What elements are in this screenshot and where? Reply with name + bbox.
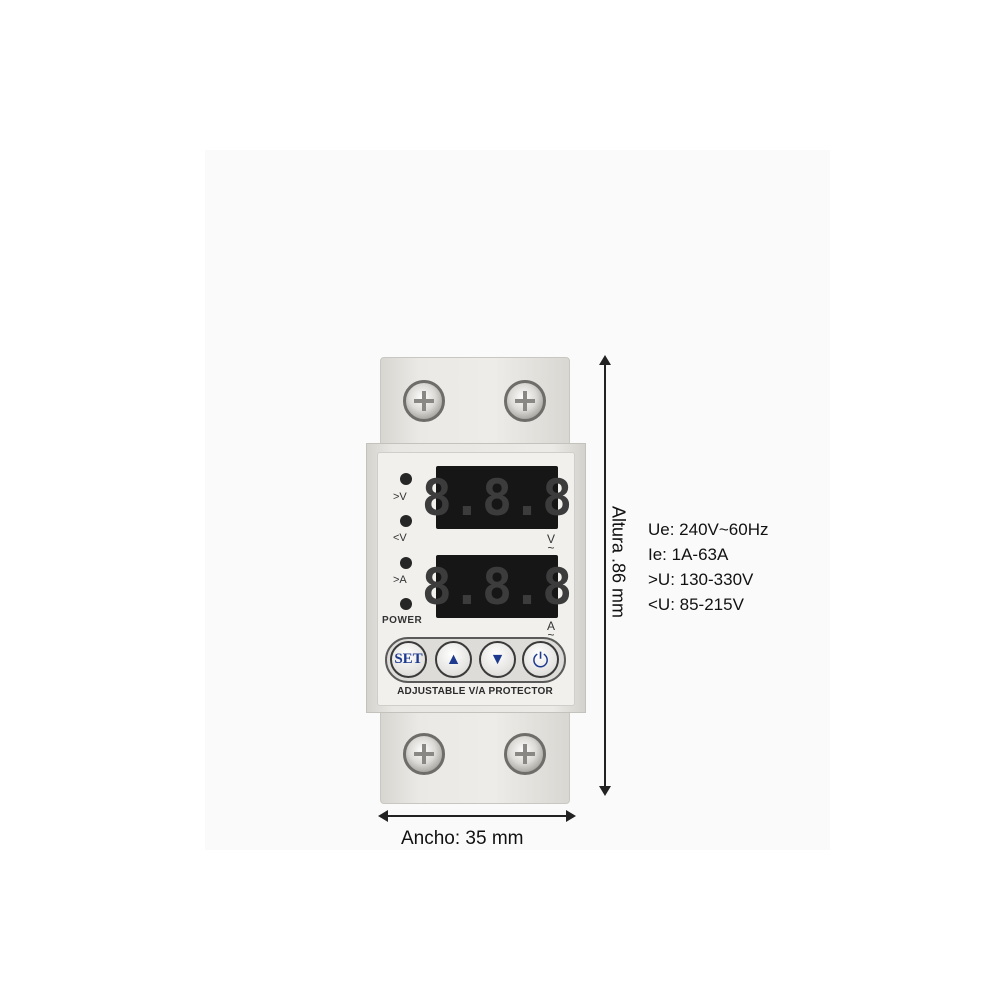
spec-list: Ue: 240V~60Hz Ie: 1A-63A >U: 130-330V <U…: [648, 517, 769, 617]
voltage-digits: 8.8.8: [421, 468, 573, 527]
voltage-display: 8.8.8: [422, 466, 572, 529]
overcurrent-label: >A: [393, 574, 407, 586]
voltage-unit-label: V ~: [546, 532, 555, 555]
arrow-right-icon: [566, 810, 576, 822]
spec-undervoltage-range: <U: 85-215V: [648, 595, 744, 614]
triangle-up-icon: ▲: [445, 650, 462, 668]
terminal-screw-icon: [504, 733, 546, 775]
width-label: Ancho: 35 mm: [401, 828, 524, 849]
terminal-screw-icon: [504, 380, 546, 422]
overcurrent-led: [400, 557, 412, 569]
arrow-left-icon: [378, 810, 388, 822]
panel-title: ADJUSTABLE V/A PROTECTOR: [397, 686, 553, 697]
height-dimension-line: [604, 362, 606, 790]
spec-current-range: Ie: 1A-63A: [648, 545, 729, 564]
terminal-screw-icon: [403, 380, 445, 422]
power-button[interactable]: ⏻: [522, 641, 559, 678]
arrow-up-icon: [599, 355, 611, 365]
overvoltage-led: [400, 473, 412, 485]
height-label: Altura .86 mm: [607, 502, 629, 622]
undervoltage-label: <V: [393, 532, 407, 544]
up-arrow-button[interactable]: ▲: [435, 641, 472, 678]
set-button[interactable]: SET: [390, 641, 427, 678]
undervoltage-led: [400, 515, 412, 527]
current-display: 8.8.8: [422, 555, 572, 618]
power-label: POWER: [382, 615, 423, 626]
current-unit-label: A ~: [546, 619, 555, 642]
arrow-down-icon: [599, 786, 611, 796]
spec-rated-voltage: Ue: 240V~60Hz: [648, 520, 769, 539]
spec-overvoltage-range: >U: 130-330V: [648, 570, 754, 589]
terminal-screw-icon: [403, 733, 445, 775]
current-digits: 8.8.8: [421, 557, 573, 616]
power-led: [400, 598, 412, 610]
triangle-down-icon: ▼: [489, 650, 506, 668]
overvoltage-label: >V: [393, 491, 407, 503]
width-dimension-line: [386, 815, 570, 817]
power-icon: ⏻: [532, 647, 549, 672]
down-arrow-button[interactable]: ▼: [479, 641, 516, 678]
